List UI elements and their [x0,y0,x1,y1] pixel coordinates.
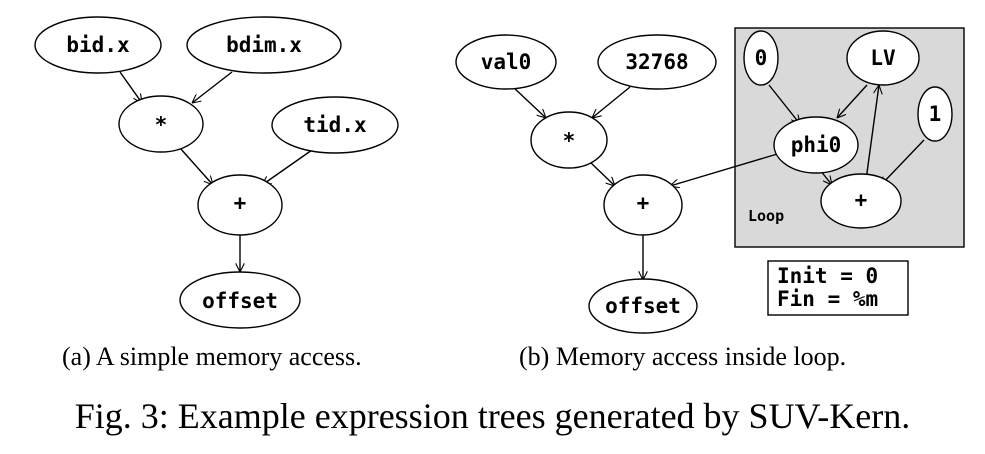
edge-tidx-to-plus [262,149,313,185]
node-zero-label: 0 [755,46,768,70]
edge-loopplus-to-lv [865,85,879,181]
subcaption-b: (b) Memory access inside loop. [519,342,847,371]
node-tidx [271,96,399,154]
node-bidx-label: bid.x [66,33,130,57]
edge-mul-to-plus [179,147,213,185]
node-plus-loop [820,173,902,229]
node-val0 [455,34,557,90]
node-plus-loop-label: + [855,188,868,212]
diagram-a [34,16,399,329]
edge-val0-to-mul [512,86,546,118]
node-one [917,86,953,142]
node-phi0-label: phi0 [791,133,842,157]
node-offset-b-label: offset [605,294,681,318]
node-tidx-label: tid.x [303,113,367,137]
edge-lv-to-phi0 [837,84,868,118]
figure-caption: Fig. 3: Example expression trees generat… [74,396,911,436]
node-plus-label: + [234,191,247,215]
node-mul-b [530,111,608,169]
subcaption-a: (a) A simple memory access. [62,342,362,371]
edge-bidx-to-mul [119,71,142,103]
node-mul-label: * [155,113,168,137]
node-const-label: 32768 [625,50,688,74]
node-lv [846,30,920,86]
diagram-b-labels: val0 32768 * + offset 0 LV phi0 1 + [481,46,942,318]
edge-const-to-mul [592,86,631,118]
edge-bdimx-to-mul [192,71,233,103]
edge-mul-to-plus [589,161,615,186]
node-plus [197,174,283,236]
node-offset [179,271,301,329]
node-plus-b [603,174,683,236]
node-lv-label: LV [870,46,896,70]
node-const [597,34,717,90]
node-val0-label: val0 [481,50,532,74]
node-mul [118,95,204,153]
node-bdimx-label: bdim.x [226,33,302,57]
edge-one-to-loopplus [880,139,925,186]
diagram-a-labels: bid.x bdim.x * tid.x + offset [66,33,367,313]
node-plus-b-label: + [637,191,650,215]
node-phi0 [773,116,859,174]
node-one-label: 1 [929,102,942,126]
node-offset-b [588,278,698,334]
edge-zero-to-phi0 [768,84,800,124]
diagram-b [455,30,953,334]
node-zero [743,30,779,86]
init-fin-box [767,260,909,316]
node-mul-b-label: * [563,129,576,153]
node-offset-label: offset [202,289,278,313]
loop-label: Loop [748,207,784,225]
node-bdimx [186,16,342,74]
init-label: Init = 0 [777,264,878,288]
edge-phi0-to-plus [670,151,785,186]
fin-label: Fin = %m [777,287,878,311]
node-bidx [34,16,162,74]
